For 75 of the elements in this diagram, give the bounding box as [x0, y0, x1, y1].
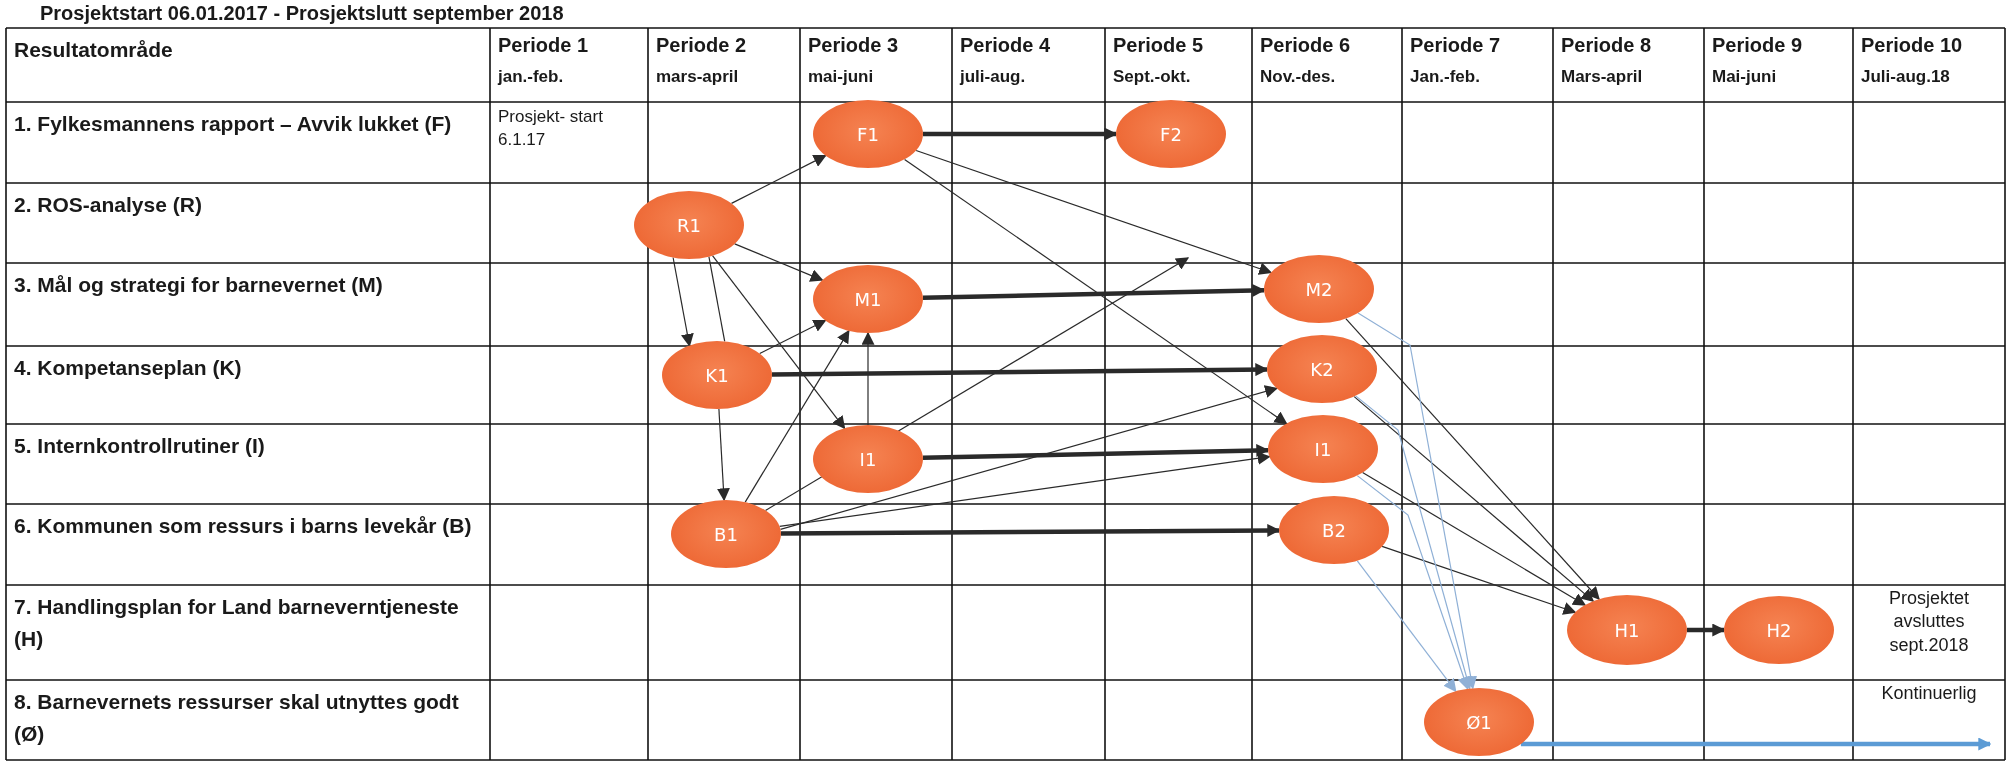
- column-heading: Periode 4: [960, 33, 1052, 58]
- period-label: mai-juni: [808, 66, 875, 88]
- ellipse-node: H1: [1567, 595, 1687, 665]
- ellipse-node: Ø1: [1424, 688, 1534, 756]
- row-heading: 7. Handlingsplan for Land barneverntjeneste (H): [14, 594, 460, 652]
- arrow: [1362, 472, 1587, 606]
- arrow: [923, 127, 1118, 141]
- column-heading: Periode 3: [808, 33, 900, 58]
- arrow: [1353, 396, 1595, 602]
- row-heading: 1. Fylkesmannens rapport – Avvik lukket (F): [14, 111, 453, 137]
- arrow: [716, 408, 730, 502]
- note-text: Prosjekt- start 6.1.17: [498, 106, 604, 151]
- column-heading: Periode 5: [1113, 33, 1205, 58]
- column-heading: Periode 8: [1561, 33, 1653, 58]
- column-heading: Periode 6: [1260, 33, 1352, 58]
- arrow: [711, 255, 846, 430]
- period-label: Nov.-des.: [1260, 66, 1337, 88]
- arrow: [744, 329, 850, 503]
- period-label: mars-april: [656, 66, 740, 88]
- ellipse-node: F2: [1116, 100, 1226, 168]
- note-text: Prosjektet avsluttes sept.2018: [1887, 587, 1970, 657]
- arrow: [779, 385, 1279, 530]
- period-label: juli-aug.: [960, 66, 1027, 88]
- title: Prosjektstart 06.01.2017 - Prosjektslutt september 2018: [40, 1, 564, 26]
- row-heading: Resultatområde: [14, 37, 174, 63]
- column-heading: Periode 9: [1712, 33, 1804, 58]
- arrow: [1357, 312, 1478, 690]
- ellipse-node: I1: [813, 425, 923, 493]
- ellipse-node: R1: [634, 191, 744, 259]
- row-heading: 8. Barnevernets ressurser skal utnyttes godt (Ø): [14, 689, 460, 747]
- arrow: [1381, 545, 1577, 615]
- arrow: [915, 149, 1273, 275]
- ellipse-node: K2: [1267, 335, 1377, 403]
- row-heading: 6. Kommunen som ressurs i barns levekår (B): [14, 513, 473, 539]
- arrow: [922, 443, 1270, 461]
- row-heading: 3. Mål og strategi for barnevernet (M): [14, 272, 384, 298]
- period-label: Sept.-okt.: [1113, 66, 1192, 88]
- arrow: [1355, 395, 1473, 690]
- period-label: Jan.-feb.: [1410, 66, 1481, 88]
- ellipse-node: M2: [1264, 255, 1374, 323]
- connector-line: [708, 256, 726, 342]
- note-text: Kontinuerlig: [1880, 682, 1978, 705]
- arrow: [922, 283, 1266, 301]
- column-heading: Periode 10: [1861, 33, 1964, 58]
- ellipse-node: B2: [1279, 496, 1389, 564]
- arrow: [730, 155, 827, 204]
- arrow: [781, 524, 1281, 537]
- arrow: [1687, 623, 1726, 637]
- ellipse-node: F1: [813, 100, 923, 168]
- ellipse-node: K1: [662, 341, 772, 409]
- column-heading: Periode 1: [498, 33, 590, 58]
- arrow: [1356, 475, 1470, 690]
- arrow: [779, 451, 1271, 527]
- arrow: [861, 331, 875, 426]
- period-label: Mai-juni: [1712, 66, 1778, 88]
- period-label: Mars-april: [1561, 66, 1644, 88]
- ellipse-node: H2: [1724, 596, 1834, 664]
- column-heading: Periode 7: [1410, 33, 1502, 58]
- ellipse-node: I1: [1268, 415, 1378, 483]
- arrow: [672, 256, 694, 347]
- arrow: [1520, 737, 1992, 751]
- row-heading: 5. Internkontrollrutiner (I): [14, 433, 266, 459]
- arrow: [771, 363, 1269, 377]
- arrow: [1345, 318, 1600, 600]
- period-label: Juli-aug.18: [1861, 66, 1951, 88]
- ellipse-node: M1: [813, 265, 923, 333]
- ellipse-node: B1: [671, 500, 781, 568]
- row-heading: 4. Kompetanseplan (K): [14, 355, 243, 381]
- arrow: [734, 243, 824, 282]
- arrow: [1356, 560, 1457, 693]
- arrow: [904, 158, 1288, 425]
- arrow: [759, 319, 827, 355]
- period-label: jan.-feb.: [498, 66, 565, 88]
- column-heading: Periode 2: [656, 33, 748, 58]
- row-heading: 2. ROS-analyse (R): [14, 192, 203, 218]
